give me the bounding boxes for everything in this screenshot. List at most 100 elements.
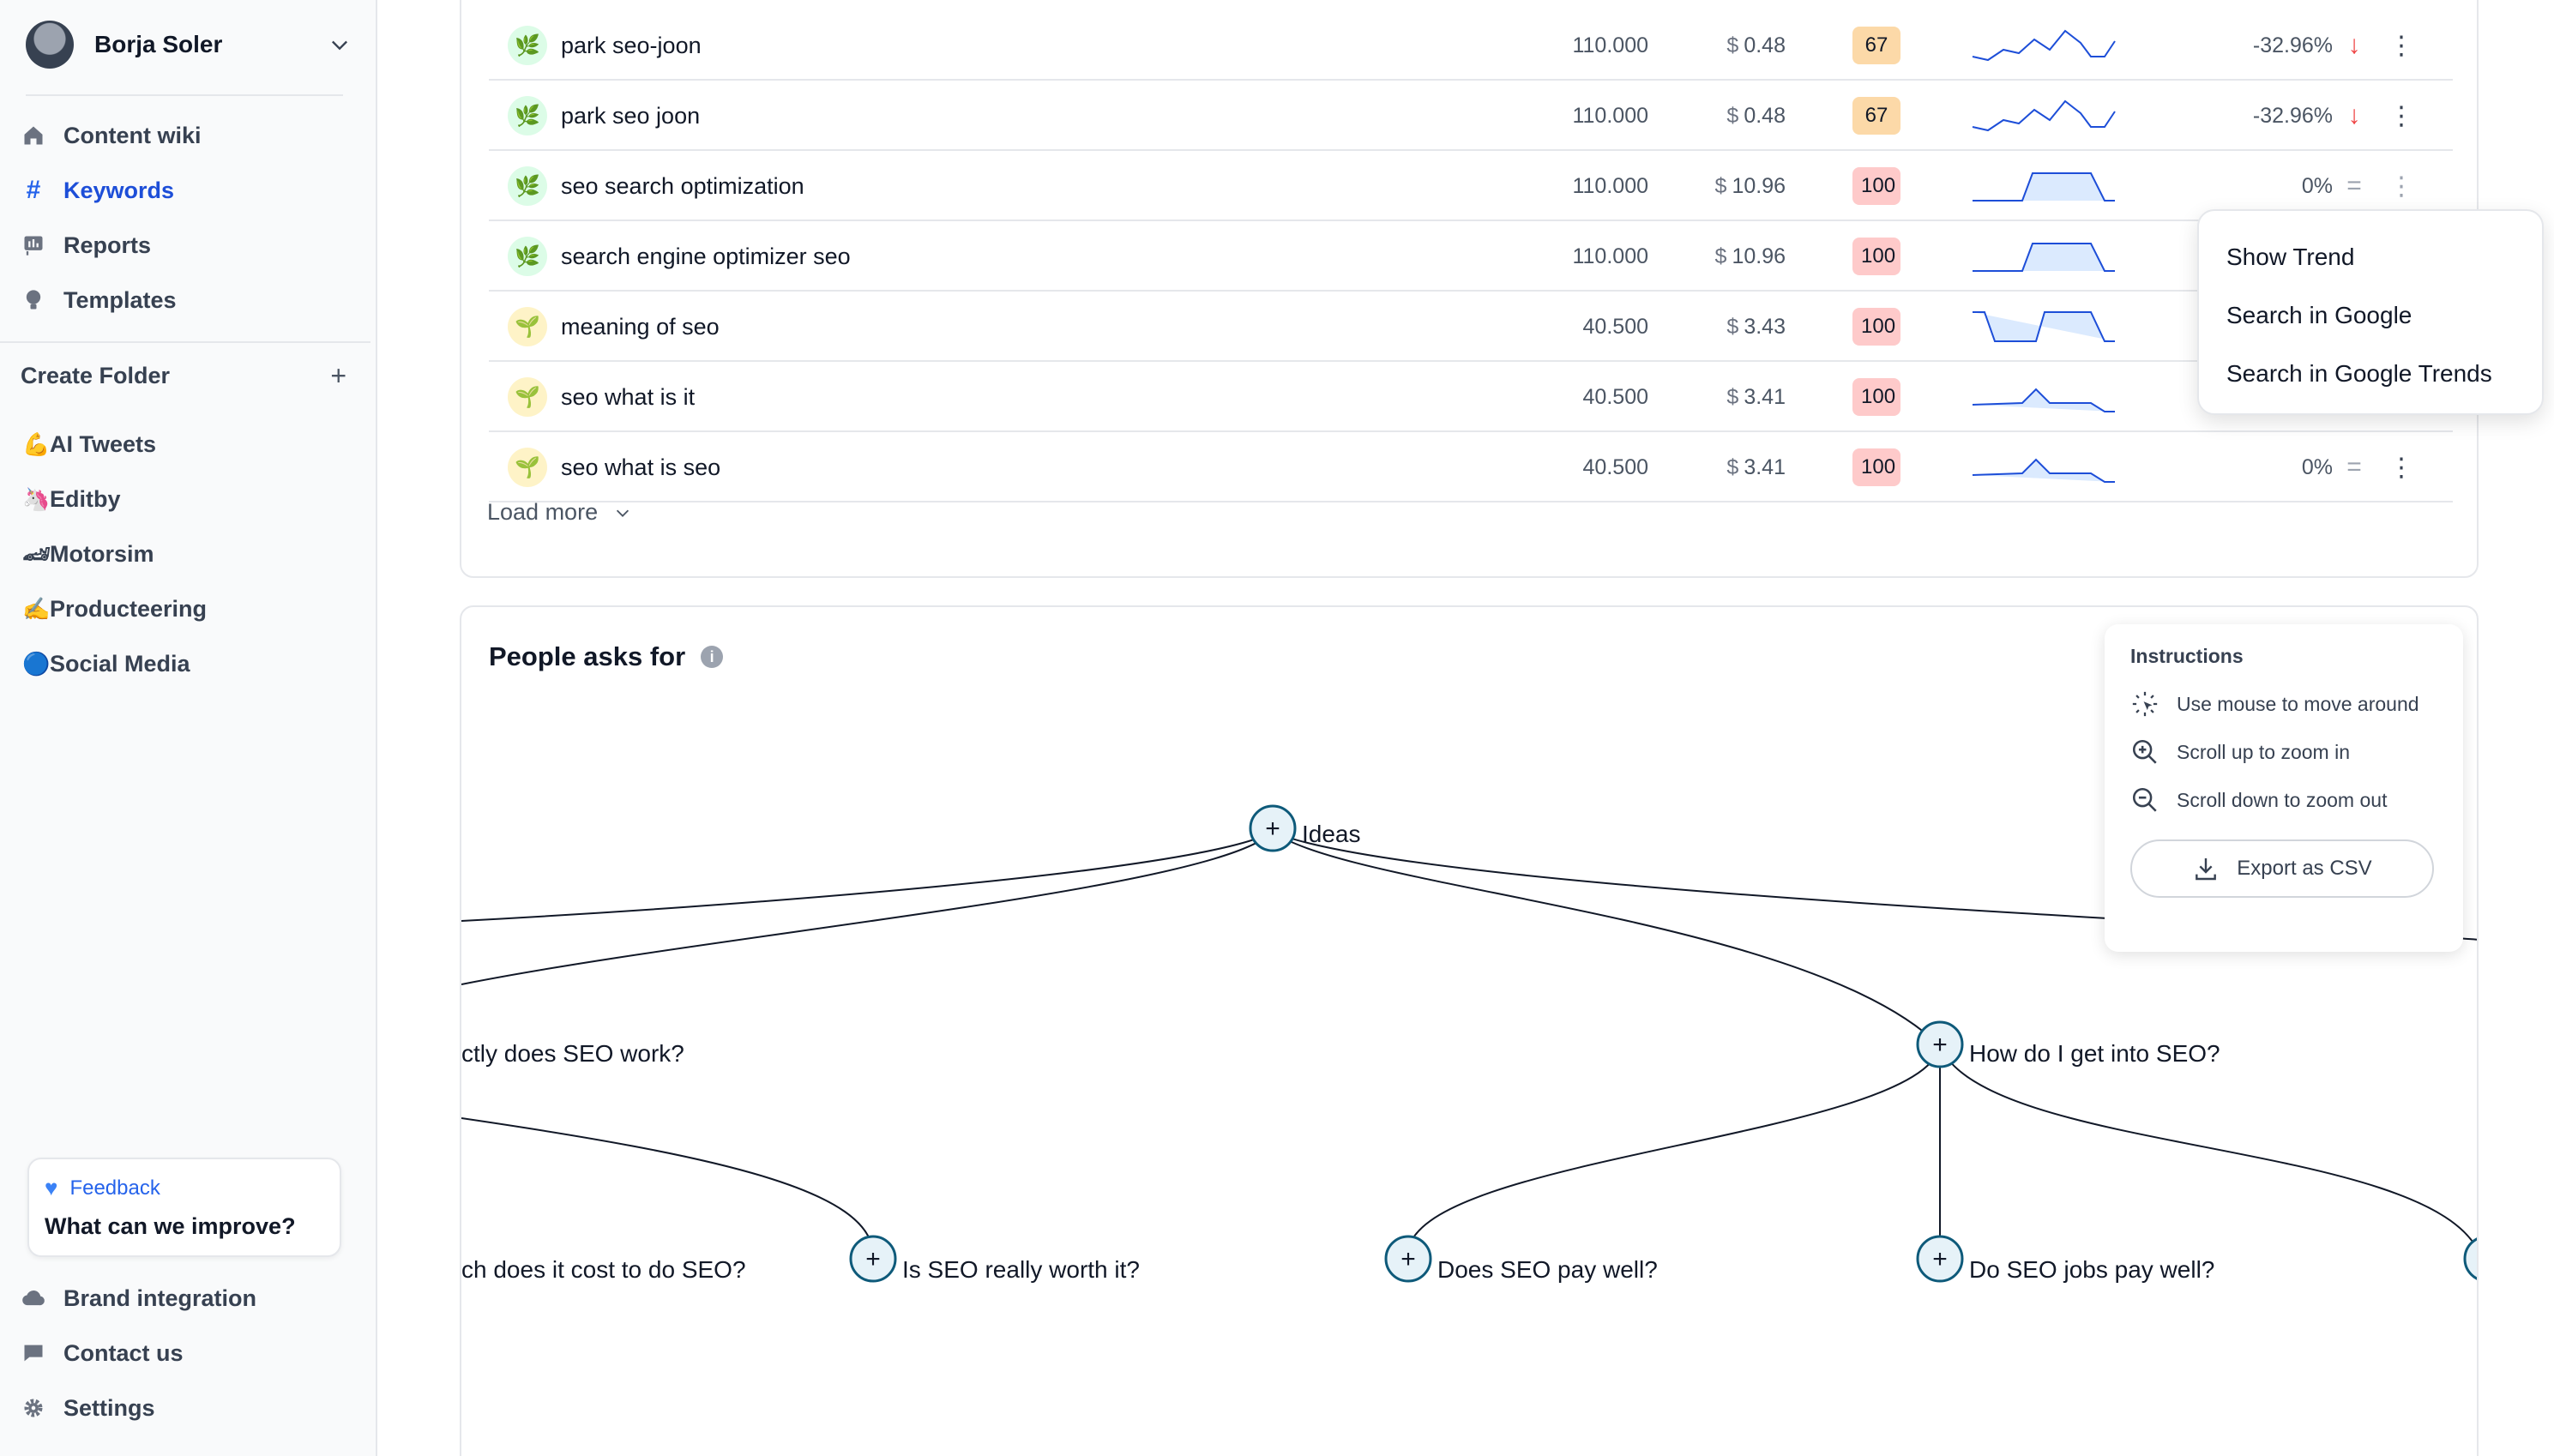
kd-badge: 100 (1852, 151, 1900, 221)
menu-search-google-trends[interactable]: Search in Google Trends (2226, 360, 2492, 387)
volume: 110.000 (1572, 173, 1648, 198)
cpc: $3.41 (1726, 454, 1786, 479)
nav-label: Settings (63, 1394, 155, 1421)
folder-label: AI Tweets (50, 430, 157, 457)
tree-label: Is SEO really worth it? (902, 1256, 1140, 1283)
more-options-button[interactable]: ⋮ (2388, 453, 2414, 482)
trend-sparkline (1971, 221, 2117, 292)
nav-templates[interactable]: Templates (21, 280, 177, 321)
folder-social-media[interactable]: 🔵 Social Media (22, 645, 190, 683)
trend-sparkline (1971, 292, 2117, 362)
feedback-card[interactable]: ♥ Feedback What can we improve? (27, 1158, 341, 1257)
add-folder-button[interactable]: + (330, 359, 346, 391)
svg-text:+: + (1932, 1245, 1948, 1273)
lightbulb-icon (21, 287, 46, 313)
menu-show-trend[interactable]: Show Trend (2226, 244, 2355, 270)
folder-emoji: ✍️ (22, 595, 51, 622)
folder-label: Producteering (50, 595, 208, 622)
kw-type-icon: 🌿 (508, 221, 547, 292)
avatar (26, 21, 74, 69)
nav-label: Reports (63, 232, 152, 258)
chevron-down-icon (617, 509, 629, 517)
nav-keywords[interactable]: # Keywords (21, 170, 174, 211)
table-row[interactable]: 🌱 seo what is it 40.500 $3.41 100 (489, 362, 2453, 432)
arrow-down-icon: ↓ (2347, 31, 2361, 59)
trend-sparkline (1971, 151, 2117, 221)
nav-settings[interactable]: Settings (21, 1387, 155, 1429)
cpc: $10.96 (1714, 173, 1786, 198)
table-row[interactable]: 🌱 seo what is seo 40.500 $3.41 100 0% = … (489, 432, 2453, 502)
kd-badge: 67 (1852, 81, 1900, 151)
kw-type-icon: 🌿 (508, 10, 547, 81)
svg-text:+: + (1265, 815, 1280, 843)
herb-icon: 🌿 (508, 96, 547, 135)
volume: 110.000 (1572, 103, 1648, 128)
menu-search-google[interactable]: Search in Google (2226, 302, 2412, 328)
tree-node[interactable]: + (1384, 1235, 1432, 1283)
instruction-item: Scroll up to zoom in (2130, 728, 2437, 776)
info-icon[interactable]: i (701, 646, 724, 668)
heart-icon: ♥ (45, 1175, 58, 1200)
nav-contact-us[interactable]: Contact us (21, 1333, 184, 1374)
keyword-text: seo what is seo (561, 454, 721, 480)
nav-brand-integration[interactable]: Brand integration (21, 1278, 256, 1319)
home-icon (21, 123, 46, 148)
tree-node-root[interactable]: + (1249, 804, 1297, 852)
more-options-button[interactable]: ⋮ (2388, 101, 2414, 130)
question-tree[interactable]: + Ideas ctly does SEO work? + How do I g… (461, 607, 2479, 1456)
export-csv-button[interactable]: Export as CSV (2130, 839, 2434, 898)
change-value: 0% (2301, 454, 2333, 479)
kw-type-icon: 🌱 (508, 292, 547, 362)
table-row[interactable]: 🌿 park seo-joon 110.000 $0.48 67 -32.96%… (489, 10, 2453, 81)
tree-node[interactable]: + (1916, 1235, 1964, 1283)
keyword-text: seo search optimization (561, 172, 804, 199)
tree-label: Does SEO pay well? (1437, 1256, 1658, 1283)
people-ask-card: People asks for i + Ideas ctly does SEO … (460, 605, 2479, 1456)
instructions-panel: Instructions Use mouse to move around Sc… (2105, 624, 2463, 952)
kd-badge: 100 (1852, 432, 1900, 502)
feedback-text: What can we improve? (45, 1213, 296, 1239)
table-row[interactable]: 🌿 seo search optimization 110.000 $10.96… (489, 151, 2453, 221)
tree-links (461, 831, 2477, 1256)
load-more-label: Load more (487, 499, 599, 525)
nav-reports[interactable]: Reports (21, 225, 151, 266)
nav-label: Keywords (63, 177, 175, 203)
folder-editby[interactable]: 🦄 Editby (22, 480, 121, 518)
svg-text:+: + (865, 1245, 881, 1273)
nav-label: Brand integration (63, 1285, 257, 1311)
tree-node[interactable]: + (849, 1235, 897, 1283)
more-options-button[interactable]: ⋮ (2388, 31, 2414, 60)
load-more-button[interactable]: Load more (487, 499, 632, 526)
folder-ai-tweets[interactable]: 💪 AI Tweets (22, 425, 156, 463)
svg-text:+: + (1932, 1031, 1948, 1059)
nav-content-wiki[interactable]: Content wiki (21, 115, 202, 156)
nav-label: Templates (63, 286, 177, 313)
divider (26, 94, 343, 96)
table-row[interactable]: 🌿 search engine optimizer seo 110.000 $1… (489, 221, 2453, 292)
keywords-table-card: 🌿 park seo-joon 110.000 $0.48 67 -32.96%… (460, 0, 2479, 578)
more-options-button[interactable]: ⋮ (2388, 171, 2414, 201)
chevron-down-icon (332, 40, 347, 51)
tree-node[interactable]: + (1916, 1020, 1964, 1068)
folder-label: Motorsim (50, 540, 154, 567)
keyword-text: seo what is it (561, 383, 696, 410)
kd-badge: 100 (1852, 362, 1900, 432)
keyword-text: meaning of seo (561, 313, 720, 340)
user-menu[interactable]: Borja Soler (26, 19, 352, 70)
folder-motorsim[interactable]: 🏎 Motorsim (22, 535, 154, 573)
create-folder-label: Create Folder (21, 362, 171, 388)
change-value: 0% (2301, 173, 2333, 198)
table-row[interactable]: 🌿 park seo joon 110.000 $0.48 67 -32.96%… (489, 81, 2453, 151)
tree-node[interactable] (2463, 1236, 2479, 1281)
keyword-text: park seo joon (561, 102, 701, 129)
folder-producteering[interactable]: ✍️ Producteering (22, 590, 207, 628)
cpc: $0.48 (1726, 103, 1786, 128)
table-row[interactable]: 🌱 meaning of seo 40.500 $3.43 100 (489, 292, 2453, 362)
feedback-tag: Feedback (69, 1176, 160, 1200)
keyword-text: park seo-joon (561, 32, 702, 58)
equals-icon: = (2346, 171, 2362, 200)
svg-text:+: + (1400, 1245, 1416, 1273)
change-value: -32.96% (2252, 103, 2333, 128)
folder-emoji: 🏎 (22, 540, 51, 567)
equals-icon: = (2346, 453, 2362, 481)
